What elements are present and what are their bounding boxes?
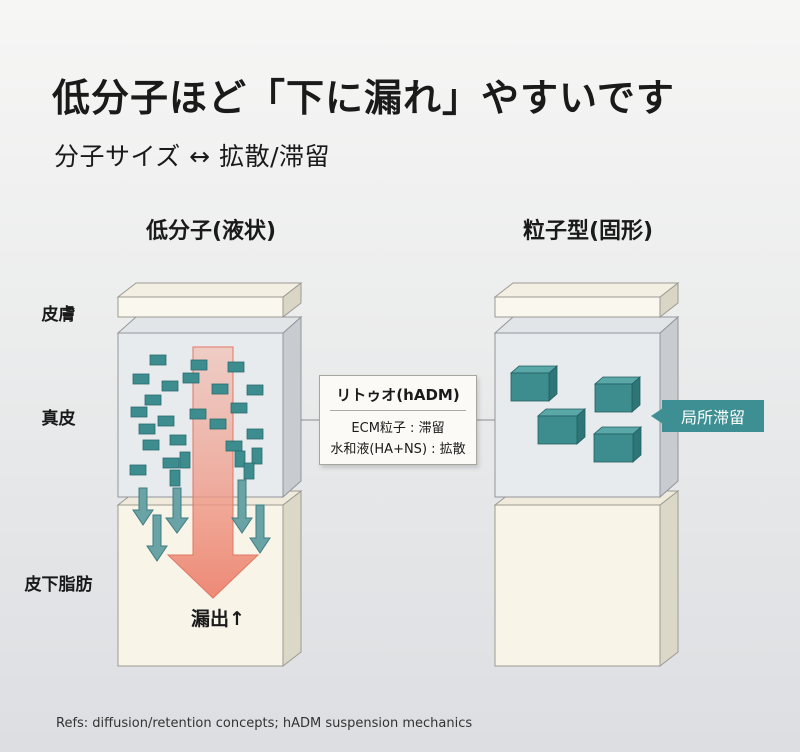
diffusion-arrow xyxy=(132,487,154,526)
molecule xyxy=(234,450,246,468)
molecule xyxy=(243,462,255,480)
molecule xyxy=(230,402,248,414)
leak-arrow xyxy=(166,346,260,599)
molecule xyxy=(189,408,207,420)
diagram-title: 低分子ほど「下に漏れ」やすいです xyxy=(52,76,675,120)
left-column-heading: 低分子(液状) xyxy=(145,219,277,244)
references-footnote: Refs: diffusion/retention concepts; hADM… xyxy=(56,716,473,731)
molecule xyxy=(227,361,245,373)
right-skin-slab xyxy=(493,281,680,319)
molecule xyxy=(182,372,200,384)
molecule xyxy=(132,373,150,385)
right-subcutaneous-block xyxy=(493,489,680,668)
molecule xyxy=(169,434,187,446)
diffusion-arrow xyxy=(249,504,271,554)
molecule xyxy=(209,418,227,430)
diffusion-arrows xyxy=(132,479,271,562)
diffusion-arrow xyxy=(231,479,253,534)
small-molecules xyxy=(129,354,264,487)
right-dermis-block xyxy=(493,315,680,499)
particle xyxy=(536,408,587,445)
molecule xyxy=(157,415,175,427)
molecule xyxy=(138,423,156,435)
hadm-info-line-hydration: 水和液(HA+NS) : 拡散 xyxy=(330,442,466,457)
molecule xyxy=(211,383,229,395)
molecule xyxy=(251,447,263,465)
hadm-info-divider xyxy=(330,410,466,411)
hadm-info-line-ecm: ECM粒子 : 滞留 xyxy=(351,421,445,436)
molecule xyxy=(144,394,162,406)
molecule xyxy=(179,451,191,469)
solid-particles xyxy=(509,365,643,463)
dermis-label: 真皮 xyxy=(41,409,76,429)
molecule xyxy=(129,464,147,476)
diffusion-arrow xyxy=(165,487,189,534)
right-stack xyxy=(493,281,680,668)
particle xyxy=(592,426,643,463)
hadm-info-box: リトゥオ(hADM) ECM粒子 : 滞留 水和液(HA+NS) : 拡散 xyxy=(319,375,477,465)
molecule xyxy=(169,469,181,487)
molecule xyxy=(190,359,208,371)
diagram-subtitle: 分子サイズ ↔ 拡散/滞留 xyxy=(54,142,331,171)
local-retention-callout: 局所滞留 xyxy=(662,400,764,432)
molecule xyxy=(225,440,243,452)
molecule xyxy=(130,406,148,418)
leak-label: 漏出↑ xyxy=(191,608,245,630)
right-column-heading: 粒子型(固形) xyxy=(522,219,654,244)
molecule xyxy=(246,428,264,440)
subcutaneous-fat-label: 皮下脂肪 xyxy=(24,575,93,595)
molecule xyxy=(162,457,180,469)
left-stack xyxy=(116,281,303,668)
molecule xyxy=(161,380,179,392)
hadm-info-title: リトゥオ(hADM) xyxy=(336,386,460,404)
molecule xyxy=(246,384,264,396)
molecule xyxy=(142,439,160,451)
skin-label: 皮膚 xyxy=(41,305,76,325)
callout-pointer xyxy=(651,408,663,424)
molecule xyxy=(149,354,167,366)
diffusion-arrow xyxy=(146,514,168,562)
particle xyxy=(509,365,559,402)
left-skin-slab xyxy=(116,281,303,319)
particle xyxy=(593,376,642,413)
